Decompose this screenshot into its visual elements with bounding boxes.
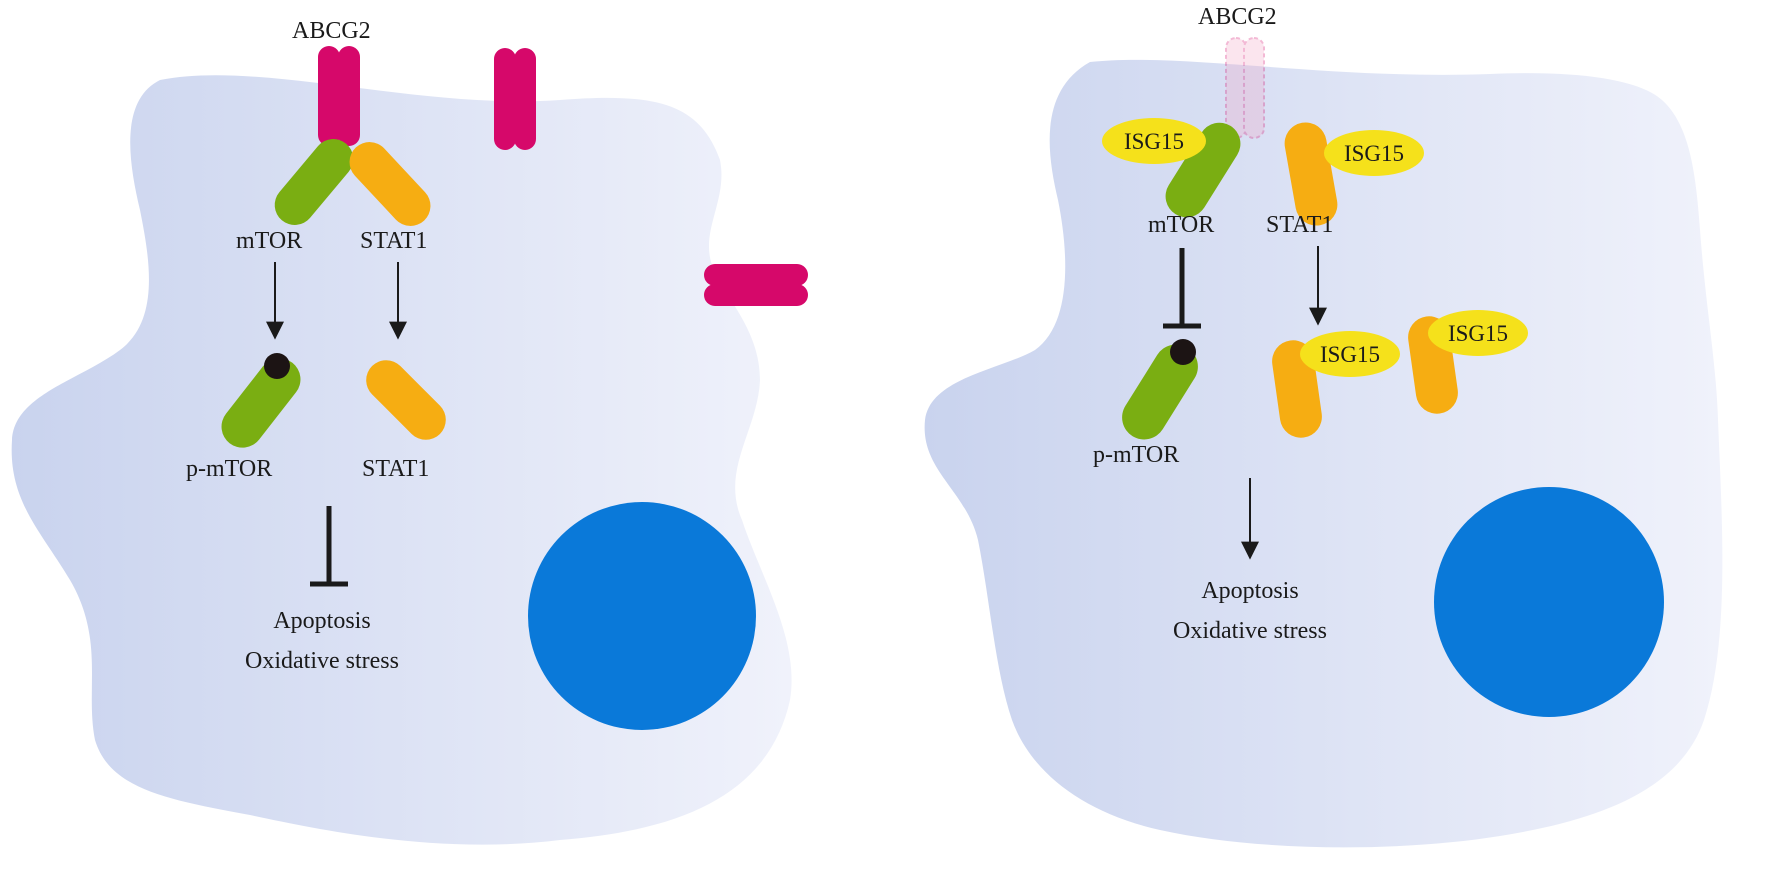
right-isg15-label-stat1: ISG15 xyxy=(1344,141,1404,166)
right-isg15-lower-1 xyxy=(1300,331,1400,377)
left-abcg2-free-side xyxy=(704,264,808,306)
right-isg15-on-mtor xyxy=(1102,118,1206,164)
left-phospho-dot xyxy=(264,353,290,379)
right-stat1-label: STAT1 xyxy=(1266,212,1333,238)
left-p-mtor-label: p-mTOR xyxy=(186,456,272,482)
right-panel: ABCG2 ISG15 ISG15 mTOR STAT1 p-mTOR ISG1… xyxy=(924,4,1723,848)
right-isg15-label-lower-1: ISG15 xyxy=(1320,342,1380,367)
right-mtor-label: mTOR xyxy=(1148,212,1214,238)
left-abcg2-dimer xyxy=(318,46,360,146)
left-nucleus xyxy=(528,502,756,730)
right-outcome-apoptosis: Apoptosis xyxy=(1201,578,1298,604)
right-abcg2-label: ABCG2 xyxy=(1198,4,1277,30)
right-inhibition-symbol xyxy=(1163,248,1201,329)
left-panel: ABCG2 mTOR STAT1 p-mTOR STAT1 Apoptosis … xyxy=(11,18,808,845)
left-mtor-label: mTOR xyxy=(236,228,302,254)
right-mtor xyxy=(1165,122,1241,218)
left-outcome-oxidative-stress: Oxidative stress xyxy=(245,648,399,674)
left-stat1-free xyxy=(366,360,446,440)
right-p-mtor xyxy=(1122,344,1198,440)
right-isg15-lower-2 xyxy=(1428,310,1528,356)
left-stat1-label: STAT1 xyxy=(360,228,427,254)
left-abcg2-free-top xyxy=(494,48,536,150)
right-isg15-label-lower-2: ISG15 xyxy=(1448,321,1508,346)
right-isg15-label-mtor: ISG15 xyxy=(1124,129,1184,154)
left-inhibition-symbol xyxy=(310,506,348,587)
left-stat1-lower-label: STAT1 xyxy=(362,456,429,482)
left-outcome-apoptosis: Apoptosis xyxy=(273,608,370,634)
left-stat1-bound xyxy=(349,142,431,226)
left-mtor-bound xyxy=(274,139,354,225)
left-abcg2-label: ABCG2 xyxy=(292,18,371,44)
right-stat1 xyxy=(1284,122,1338,226)
right-outcome-oxidative-stress: Oxidative stress xyxy=(1173,618,1327,644)
right-abcg2-faded xyxy=(1225,37,1265,139)
left-p-mtor xyxy=(221,358,301,448)
right-phospho-dot xyxy=(1170,339,1196,365)
right-isg15-on-stat1 xyxy=(1324,130,1424,176)
right-nucleus xyxy=(1434,487,1664,717)
right-p-mtor-label: p-mTOR xyxy=(1093,442,1179,468)
